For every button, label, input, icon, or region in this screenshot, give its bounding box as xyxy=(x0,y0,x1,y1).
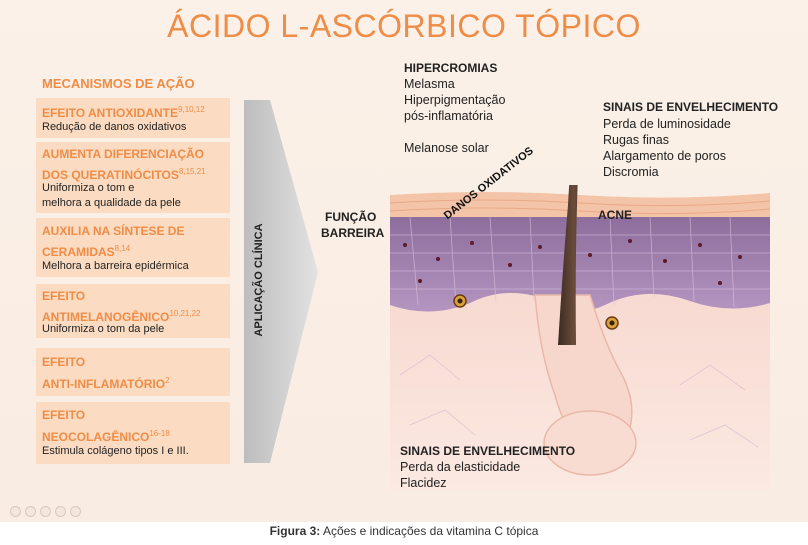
mechanism-refs: 8,15,21 xyxy=(178,167,206,176)
acne-label: ACNE xyxy=(598,208,633,222)
mechanism-refs: 10,21,22 xyxy=(169,309,201,318)
mechanism-desc: melhora a qualidade da pele xyxy=(42,197,181,209)
mechanism-antioxidant: EFEITO ANTIOXIDANTE9,10,12 Redução de da… xyxy=(36,98,230,138)
toolbar-button-icon[interactable] xyxy=(40,506,51,517)
hipercromias-heading: HIPERCROMIAS xyxy=(404,61,498,75)
toolbar-button-icon[interactable] xyxy=(55,506,66,517)
aging-bottom-item: Flacidez xyxy=(400,476,447,490)
aging-top-item: Rugas finas xyxy=(603,133,670,147)
mechanism-refs: 2 xyxy=(165,376,170,385)
mechanism-title-line: ANTI-INFLAMATÓRIO xyxy=(42,377,166,391)
arrow-label: APLICAÇÃO CLÍNICA xyxy=(253,223,265,337)
mechanism-title: ANTIMELANOGÊNICO10,21,22 xyxy=(42,305,200,326)
aging-bottom-item: Perda da elasticidade xyxy=(400,460,521,474)
mechanism-title-line: ANTIMELANOGÊNICO xyxy=(42,310,170,324)
hipercromias-item: Hiperpigmentação xyxy=(404,93,506,107)
mechanism-anti-inflammatory: EFEITO ANTI-INFLAMATÓRIO2 xyxy=(36,348,230,396)
slide: ÁCIDO L-ASCÓRBICO TÓPICO MECANISMOS DE A… xyxy=(0,0,808,522)
mechanism-refs: 8,14 xyxy=(114,244,131,253)
mechanism-title: EFEITO ANTIOXIDANTE9,10,12 xyxy=(42,101,205,122)
toolbar-button-icon[interactable] xyxy=(25,506,36,517)
mechanism-title-line: EFEITO xyxy=(42,355,86,369)
mechanisms-heading: MECANISMOS DE AÇÃO xyxy=(42,76,195,91)
mechanism-keratinocyte: AUMENTA DIFERENCIAÇÃO DOS QUERATINÓCITOS… xyxy=(36,142,230,213)
aging-top-heading: SINAIS DE ENVELHECIMENTO xyxy=(603,100,779,114)
aging-top-item: Alargamento de poros xyxy=(603,149,726,163)
caption-label: Figura 3: xyxy=(269,524,321,538)
skin-illustration xyxy=(390,185,770,490)
mechanism-title-line: CERAMIDAS xyxy=(42,245,115,259)
mechanism-title-line: EFEITO ANTIOXIDANTE xyxy=(42,106,179,120)
toolbar-button-icon[interactable] xyxy=(70,506,81,517)
mechanism-desc: Uniformiza o tom e xyxy=(42,182,135,194)
mechanism-title-line: AUMENTA DIFERENCIAÇÃO xyxy=(42,147,204,161)
mechanism-title-line: DOS QUERATINÓCITOS xyxy=(42,168,179,182)
hipercromias-extra: Melanose solar xyxy=(404,141,489,155)
mechanism-title: CERAMIDAS8,14 xyxy=(42,240,130,261)
mechanism-desc: Redução de danos oxidativos xyxy=(42,121,187,133)
mechanism-desc: Uniformiza o tom da pele xyxy=(42,323,165,335)
mechanism-ceramides: AUXILIA NA SÍNTESE DE CERAMIDAS8,14 Melh… xyxy=(36,218,230,277)
mechanism-title-line: EFEITO xyxy=(42,289,86,303)
mechanism-title-line: AUXILIA NA SÍNTESE DE xyxy=(42,224,185,238)
page-title: ÁCIDO L-ASCÓRBICO TÓPICO xyxy=(167,8,641,44)
slide-toolbar xyxy=(10,506,81,517)
mechanism-refs: 16-18 xyxy=(149,429,170,438)
mechanism-antimelanogenic: EFEITO ANTIMELANOGÊNICO10,21,22 Uniformi… xyxy=(36,284,230,338)
mechanism-title-line: NEOCOLAGÊNICO xyxy=(42,430,150,444)
mechanism-refs: 9,10,12 xyxy=(178,105,205,114)
hipercromias-item: Melasma xyxy=(404,77,455,91)
mechanism-title-line: EFEITO xyxy=(42,408,86,422)
mechanism-desc: Estimula colágeno tipos I e III. xyxy=(42,445,189,457)
barrier-label: FUNÇÃO xyxy=(325,210,377,224)
aging-top-item: Discromia xyxy=(603,165,659,179)
clinical-application-arrow xyxy=(244,100,318,463)
toolbar-button-icon[interactable] xyxy=(10,506,21,517)
mechanism-title: DOS QUERATINÓCITOS8,15,21 xyxy=(42,163,206,184)
hipercromias-item: pós-inflamatória xyxy=(404,109,493,123)
aging-top-item: Perda de luminosidade xyxy=(603,117,731,131)
caption-text: Ações e indicações da vitamina C tópica xyxy=(322,524,539,538)
aging-bottom-heading: SINAIS DE ENVELHECIMENTO xyxy=(400,444,576,458)
mechanism-neocollagenic: EFEITO NEOCOLAGÊNICO16-18 Estimula colág… xyxy=(36,402,230,464)
figure-caption: Figura 3: Ações e indicações da vitamina… xyxy=(0,524,808,538)
barrier-label: BARREIRA xyxy=(321,226,385,240)
mechanism-title: NEOCOLAGÊNICO16-18 xyxy=(42,425,170,446)
mechanism-title: ANTI-INFLAMATÓRIO2 xyxy=(42,372,170,393)
mechanism-desc: Melhora a barreira epidérmica xyxy=(42,260,189,272)
